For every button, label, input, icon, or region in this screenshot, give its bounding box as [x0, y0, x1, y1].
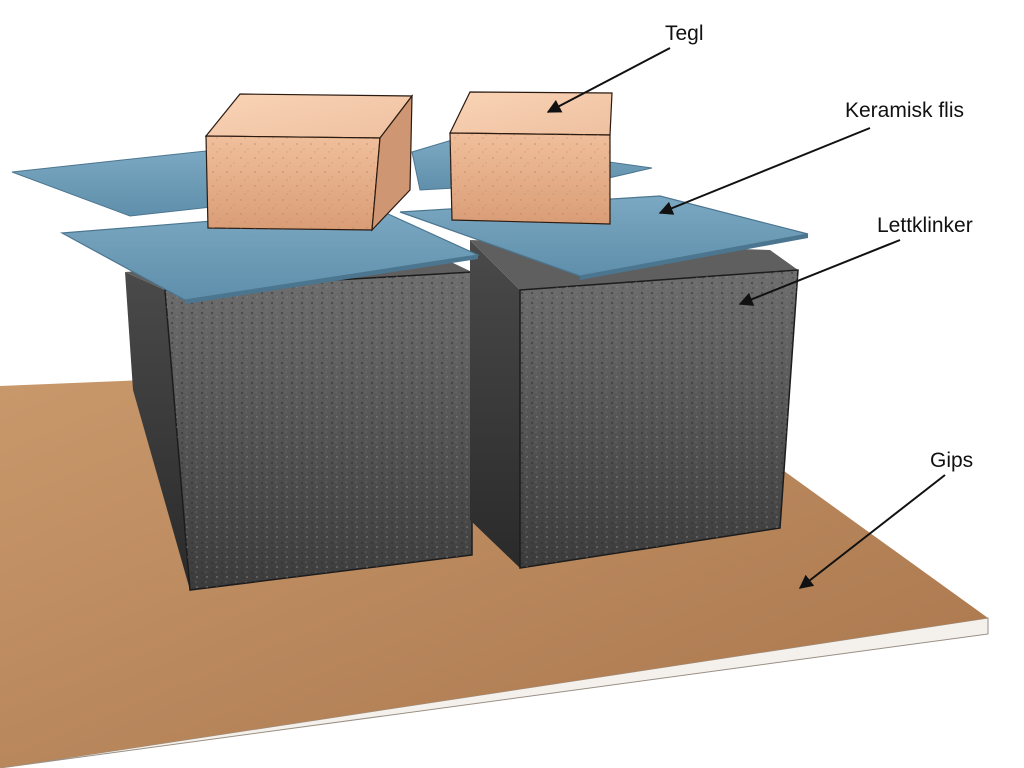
tegl-brick-left	[204, 93, 414, 232]
brick-left-side	[371, 94, 413, 232]
lettklinker-block-left	[125, 252, 473, 591]
arrow-keramisk-flis	[658, 127, 871, 215]
tegl-brick-right	[449, 91, 613, 225]
tile-front-left-edge	[185, 255, 478, 304]
arrow-tegl	[546, 47, 671, 113]
label-keramisk-flis: Keramisk flis	[845, 99, 964, 122]
callout-arrows	[546, 47, 946, 589]
tile-back-left	[11, 149, 231, 217]
label-gips: Gips	[930, 449, 973, 472]
lettklinker-left-front-texture	[165, 272, 472, 590]
arrow-gips	[798, 474, 946, 589]
tile-front-right-edge	[580, 234, 808, 280]
label-lettklinker: Lettklinker	[877, 214, 973, 237]
arrow-lettklinker	[738, 239, 901, 306]
lettklinker-left-side	[125, 272, 190, 590]
lettklinker-right-side	[470, 240, 520, 568]
brick-right-top	[449, 91, 613, 136]
lettklinker-block-right	[470, 240, 799, 569]
lettklinker-right-front-texture	[520, 270, 798, 568]
label-tegl: Tegl	[665, 22, 704, 45]
brick-left-top	[204, 93, 414, 139]
brick-left-front-texture	[206, 136, 380, 230]
brick-right-front-texture	[450, 133, 610, 224]
